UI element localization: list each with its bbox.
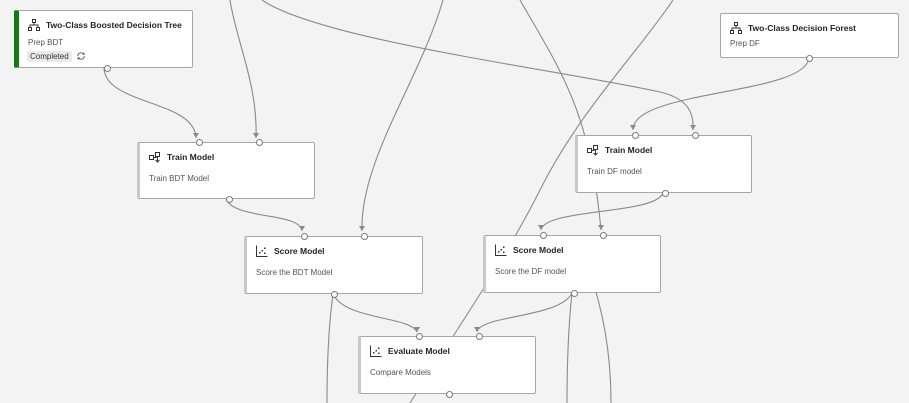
module-score-model-df[interactable]: Score Model Score the DF model: [483, 232, 661, 297]
input-port[interactable]: [196, 139, 203, 146]
input-port[interactable]: [416, 333, 423, 340]
module-header: Two-Class Boosted Decision Tree: [28, 19, 182, 31]
module-header: Train Model: [149, 151, 214, 163]
module-comment: Train DF model: [587, 167, 642, 176]
module-title: Evaluate Model: [388, 346, 450, 356]
edge[interactable]: [326, 293, 334, 403]
module-comment: Train BDT Model: [149, 174, 210, 183]
module-comment: Prep DF: [730, 39, 760, 48]
edge[interactable]: [632, 57, 810, 131]
module-header: Score Model: [495, 244, 564, 256]
input-port[interactable]: [361, 233, 368, 240]
output-port[interactable]: [806, 55, 813, 62]
output-port[interactable]: [226, 196, 233, 203]
edge[interactable]: [566, 292, 573, 403]
edge[interactable]: [332, 293, 418, 333]
module-title: Train Model: [167, 152, 215, 162]
score-icon: [495, 244, 507, 256]
edge[interactable]: [519, 0, 602, 231]
module-comment: Score the BDT Model: [256, 268, 333, 277]
module-header: Evaluate Model: [370, 345, 450, 357]
output-port[interactable]: [662, 190, 669, 197]
module-comment: Compare Models: [370, 368, 431, 377]
train-icon: [587, 145, 598, 156]
module-evaluate-model[interactable]: Evaluate Model Compare Models: [358, 333, 536, 398]
input-port[interactable]: [476, 333, 483, 340]
module-header: Two-Class Decision Forest: [730, 22, 856, 34]
tree-icon: [730, 22, 742, 34]
evaluate-icon: [370, 345, 382, 357]
module-train-model-df[interactable]: Train Model Train DF model: [575, 132, 752, 197]
output-port[interactable]: [571, 290, 578, 297]
input-port[interactable]: [600, 232, 607, 239]
input-port[interactable]: [692, 132, 699, 139]
module-decision-forest[interactable]: Two-Class Decision Forest Prep DF: [720, 13, 899, 62]
input-port[interactable]: [540, 232, 547, 239]
edge[interactable]: [361, 0, 444, 232]
module-title: Score Model: [274, 246, 325, 256]
module-header: Score Model: [256, 245, 325, 257]
output-port[interactable]: [331, 291, 338, 298]
edge[interactable]: [261, 0, 694, 131]
module-score-model-bdt[interactable]: Score Model Score the BDT Model: [244, 233, 423, 298]
edge[interactable]: [229, 0, 257, 139]
tree-icon: [28, 19, 40, 31]
train-icon: [149, 152, 160, 163]
score-icon: [256, 245, 268, 257]
module-comment: Score the DF model: [495, 267, 567, 276]
edge[interactable]: [540, 192, 664, 231]
reuse-icon[interactable]: [76, 51, 86, 61]
edge[interactable]: [225, 198, 303, 232]
module-train-model-bdt[interactable]: Train Model Train BDT Model: [137, 139, 315, 203]
input-port[interactable]: [632, 132, 639, 139]
module-title: Score Model: [513, 245, 564, 255]
input-port[interactable]: [301, 233, 308, 240]
module-header: Train Model: [587, 144, 652, 156]
output-port[interactable]: [446, 391, 453, 398]
arrowheads: [193, 125, 696, 332]
edge[interactable]: [476, 292, 573, 333]
status-badge: Completed: [27, 50, 72, 62]
module-comment: Prep BDT: [28, 38, 64, 47]
module-title: Train Model: [605, 145, 653, 155]
module-title: Two-Class Boosted Decision Tree: [46, 20, 182, 30]
output-port[interactable]: [104, 65, 111, 72]
status-row: Completed: [27, 50, 86, 62]
edge[interactable]: [103, 67, 197, 139]
input-port[interactable]: [256, 139, 263, 146]
module-title: Two-Class Decision Forest: [748, 23, 857, 33]
module-boosted-decision-tree[interactable]: Two-Class Boosted Decision Tree Prep BDT…: [14, 10, 193, 72]
